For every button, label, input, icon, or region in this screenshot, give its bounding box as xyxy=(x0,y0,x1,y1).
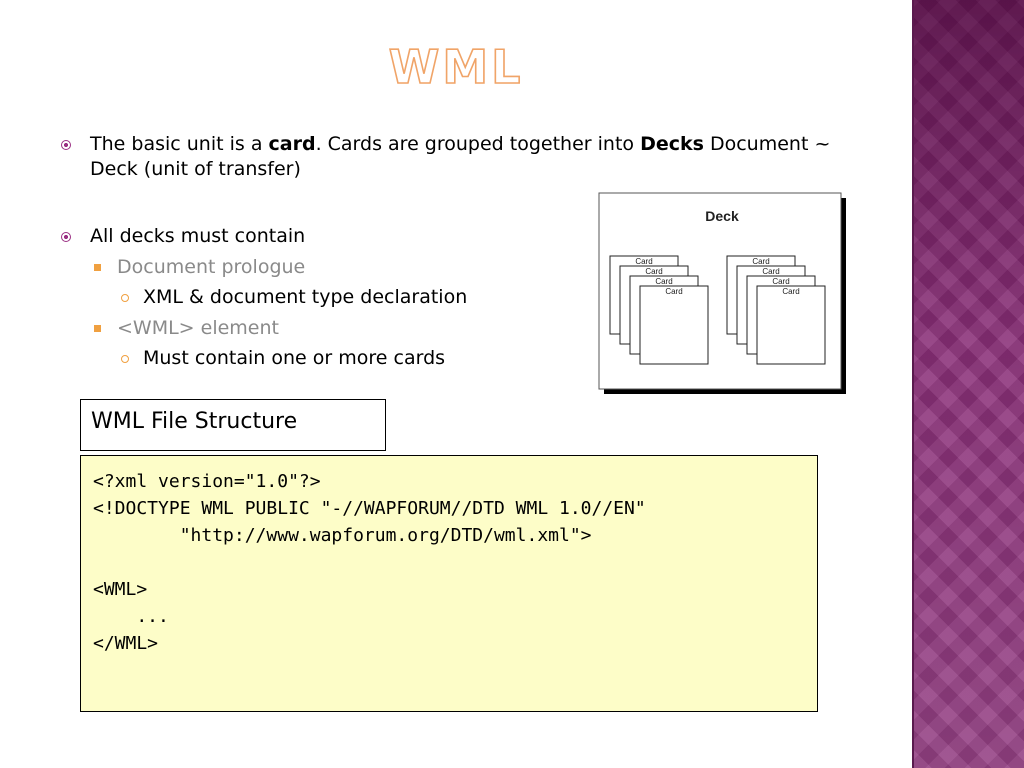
bullet-text-part: Document ~ xyxy=(703,133,831,155)
card-label: Card xyxy=(782,287,799,296)
deck-label: Deck xyxy=(705,208,739,224)
bullet-xml-declaration: XML & document type declaration xyxy=(143,286,468,308)
bullet-marker-circle-icon xyxy=(61,232,71,242)
card-label: Card xyxy=(762,267,779,276)
bullet-marker-square-icon xyxy=(94,264,101,271)
code-line: ... xyxy=(93,606,169,627)
structure-label: WML File Structure xyxy=(91,409,298,434)
side-band-edge xyxy=(912,0,914,768)
card-label: Card xyxy=(752,257,769,266)
decorative-side-band xyxy=(912,0,1024,768)
bullet-all-decks: All decks must contain xyxy=(90,225,306,247)
bullet-wml-element: <WML> element xyxy=(117,317,279,339)
bullet-bold-decks: Decks xyxy=(640,133,704,155)
code-line: </WML> xyxy=(93,633,159,654)
card-label: Card xyxy=(665,287,682,296)
bullet-marker-square-icon xyxy=(94,325,101,332)
bullet-cards: Must contain one or more cards xyxy=(143,347,446,369)
card-rect xyxy=(756,285,826,365)
slide-title: WML xyxy=(388,39,524,95)
bullet-marker-ring-icon xyxy=(121,294,129,302)
code-line: <?xml version="1.0"?> xyxy=(93,471,321,492)
bullet-bold-card: card xyxy=(268,133,316,155)
bullet-document-prologue: Document prologue xyxy=(117,256,306,278)
structure-label-box: WML File Structure xyxy=(80,399,386,451)
card-label: Card xyxy=(772,277,789,286)
code-line: <!DOCTYPE WML PUBLIC "-//WAPFORUM//DTD W… xyxy=(93,498,646,519)
bullet-basic-unit: The basic unit is a card. Cards are grou… xyxy=(90,132,890,182)
card-label: Card xyxy=(655,277,672,286)
card-label: Card xyxy=(645,267,662,276)
card-rect xyxy=(639,285,709,365)
bullet-text-part: . Cards are grouped together into xyxy=(315,133,641,155)
code-text: <?xml version="1.0"?> <!DOCTYPE WML PUBL… xyxy=(93,468,646,657)
bullet-marker-circle-icon xyxy=(61,140,71,150)
card-label: Card xyxy=(635,257,652,266)
bullet-text-part: The basic unit is a xyxy=(90,133,269,155)
code-line: <WML> xyxy=(93,579,148,600)
bullet-marker-ring-icon xyxy=(121,355,129,363)
bullet-text-line2: Deck (unit of transfer) xyxy=(90,158,301,180)
code-block: <?xml version="1.0"?> <!DOCTYPE WML PUBL… xyxy=(80,455,818,712)
code-line: "http://www.wapforum.org/DTD/wml.xml"> xyxy=(93,525,592,546)
